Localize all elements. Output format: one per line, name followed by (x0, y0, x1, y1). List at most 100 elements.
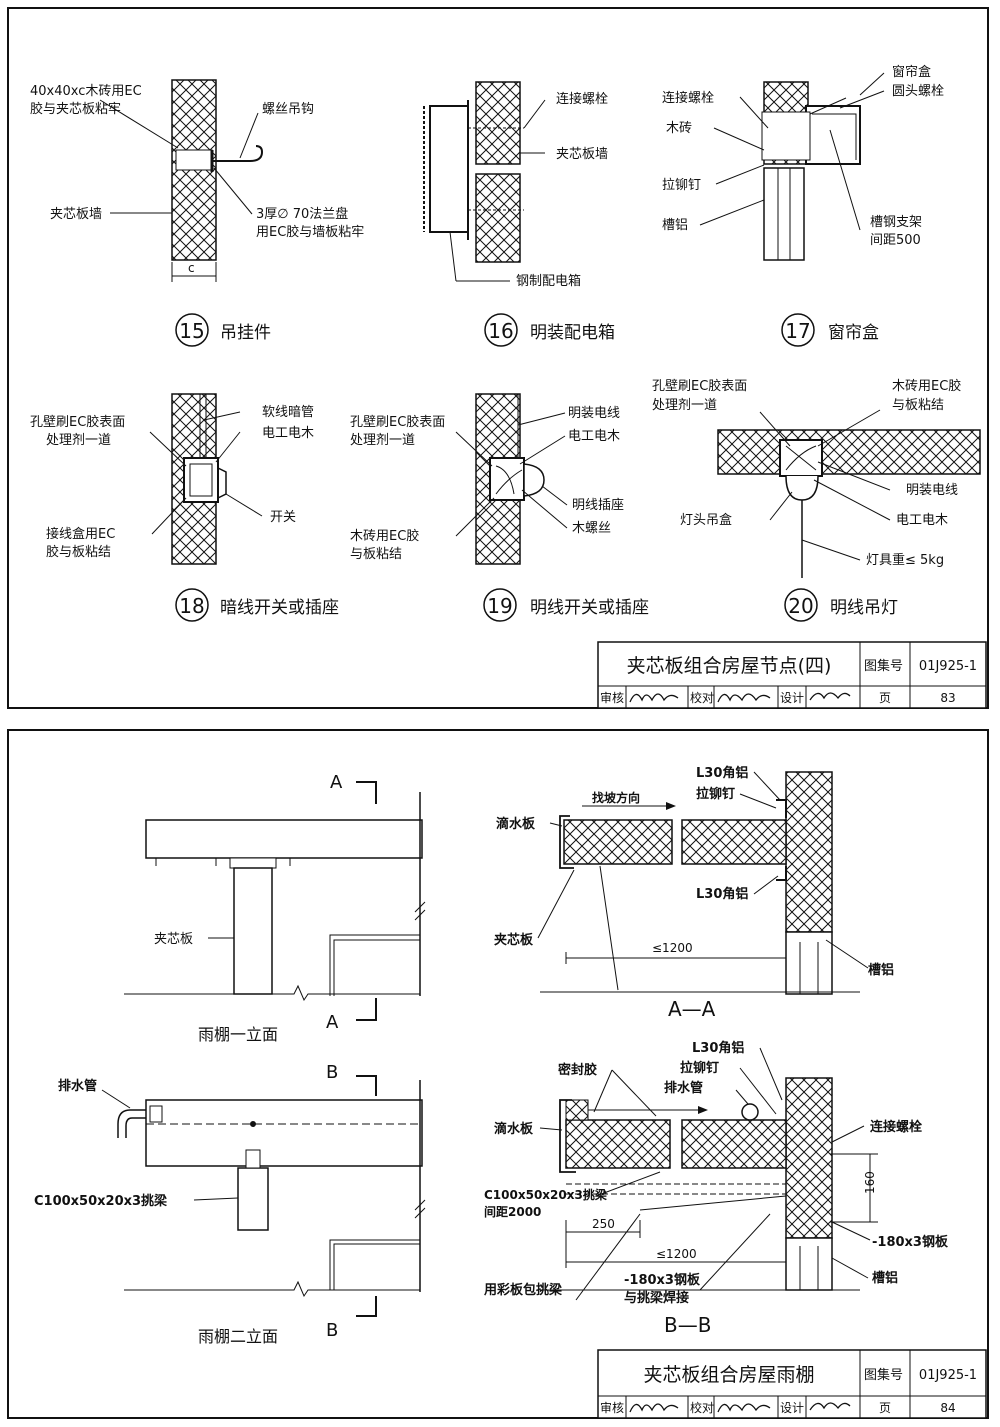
sheet2-frame (7, 729, 989, 1419)
section-mark-b-bottom (356, 1296, 377, 1317)
canopy-slab (145, 819, 423, 859)
d17-c1: 窗帘盒 (892, 64, 931, 80)
d18-c4: 电工电木 (262, 426, 314, 441)
d18-c1: 孔壁刷EC胶表面 (30, 414, 125, 430)
d19-c6: 木螺丝 (572, 521, 611, 536)
section-a-a: L30角铝 拉铆钉 找坡方向 滴水板 L30角铝 夹芯板 ≤1200 槽铝 A—… (494, 765, 894, 1021)
d20-c2: 处理剂一道 (652, 398, 717, 413)
d18-c6: 接线盒用EC (46, 526, 115, 542)
channel-aluminum (785, 931, 833, 995)
d20-c4: 与板粘结 (892, 398, 944, 413)
d20-c8: 灯具重≤ 5kg (866, 552, 944, 568)
secA-title: A—A (668, 997, 716, 1021)
drip-plate (559, 1099, 576, 1173)
title-block-2: 夹芯板组合房屋雨棚 图集号 01J925-1 审核 校对 设计 页 84 (597, 1349, 987, 1419)
tb2-title: 夹芯板组合房屋雨棚 (643, 1364, 814, 1386)
d19-c3: 明装电线 (568, 406, 620, 421)
d17-c6: 槽铝 (662, 218, 688, 233)
elev1-sec-top: A (330, 772, 343, 793)
d18-c3: 软线暗管 (262, 405, 314, 420)
tb1-check: 校对 (690, 690, 714, 705)
d20-num: 20 (788, 594, 813, 618)
d15-c2: 胶与夹芯板粘牢 (30, 101, 121, 117)
elev2-sec-top: B (326, 1062, 338, 1083)
secB-c10: ≤1200 (656, 1247, 697, 1261)
secA-c4: 滴水板 (496, 816, 536, 832)
d16-c1: 连接螺栓 (556, 91, 608, 107)
sandwich-wall (475, 81, 521, 165)
d15-dim: c (188, 261, 195, 275)
secA-c1: L30角铝 (696, 765, 748, 781)
detail-16: 连接螺栓 夹芯板墙 钢制配电箱 16 明装配电箱 (423, 81, 615, 347)
elev1-title: 雨棚一立面 (198, 1025, 278, 1044)
d17-c3: 连接螺栓 (662, 90, 714, 106)
canopy-slab (145, 1099, 423, 1167)
signature (809, 1402, 851, 1411)
d18-c2: 处理剂一道 (46, 433, 111, 448)
switch (217, 467, 227, 499)
secB-c8: 间距2000 (484, 1204, 541, 1219)
secB-c1: L30角铝 (692, 1040, 744, 1056)
wood-block (761, 111, 811, 161)
detail-20: 孔壁刷EC胶表面 处理剂一道 木砖用EC胶 与板粘结 明装电线 灯头吊盒 电工电… (652, 378, 981, 622)
signature (809, 692, 851, 701)
wood-block (175, 149, 213, 171)
d19-c1: 孔壁刷EC胶表面 (350, 414, 445, 430)
tb2-check: 校对 (690, 1400, 714, 1415)
d16-num: 16 (488, 319, 513, 343)
detail-18: 孔壁刷EC胶表面 处理剂一道 软线暗管 电工电木 开关 接线盒用EC 胶与板粘结… (30, 393, 339, 622)
d19-c7: 木砖用EC胶 (350, 528, 419, 544)
section-b-b: L30角铝 拉铆钉 密封胶 排水管 滴水板 连接螺栓 C100x50x20x3挑… (483, 1040, 949, 1337)
d20-title: 明线吊灯 (830, 598, 898, 618)
d15-c3: 螺丝吊钩 (262, 102, 314, 117)
sandwich-panel (717, 429, 981, 475)
sheet1-frame (7, 7, 989, 709)
secB-c11: 160 (863, 1171, 877, 1194)
secB-title: B—B (664, 1313, 711, 1337)
tb1-page-no: 83 (940, 691, 955, 705)
canopy-elevation-1: A 夹芯板 A 雨棚一立面 (124, 772, 426, 1044)
d17-c5: 拉铆钉 (662, 178, 701, 193)
d17-c8: 间距500 (870, 233, 921, 248)
d15-c6: 用EC胶与墙板粘牢 (256, 224, 364, 240)
d20-c7: 电工电木 (896, 513, 948, 528)
d18-c5: 开关 (270, 510, 296, 525)
d16-c2: 夹芯板墙 (556, 147, 608, 162)
detail-marker-17 (781, 313, 815, 347)
d17-c4: 木砖 (666, 121, 692, 136)
wall-panel (785, 771, 833, 933)
d20-c3: 木砖用EC胶 (892, 378, 961, 394)
screw-hook (212, 145, 264, 162)
section-mark-a-bottom (356, 998, 377, 1021)
d20-c5: 明装电线 (906, 483, 958, 498)
d15-num: 15 (179, 319, 204, 343)
secA-c7: ≤1200 (652, 941, 693, 955)
elev2-sec-bottom: B (326, 1320, 338, 1341)
tb1-atlas-label: 图集号 (864, 658, 903, 674)
d18-num: 18 (179, 594, 204, 618)
detail-17: 窗帘盒 圆头螺栓 连接螺栓 木砖 拉铆钉 槽铝 槽钢支架 间距500 17 窗帘… (662, 64, 944, 347)
signature (717, 693, 771, 703)
tb2-atlas-no: 01J925-1 (919, 1368, 977, 1383)
elev1-sec-bottom: A (326, 1012, 339, 1033)
d15-title: 吊挂件 (220, 323, 271, 343)
channel-aluminum (785, 1237, 833, 1291)
surface-socket (523, 463, 545, 497)
secB-c9: 250 (592, 1217, 615, 1231)
secB-c13: 用彩板包挑梁 (483, 1282, 563, 1298)
elev2-c1: 排水管 (58, 1078, 97, 1094)
canopy-panel (565, 1119, 671, 1169)
tb2-page-no: 84 (940, 1401, 955, 1415)
lamp-ceiling-box (785, 475, 819, 501)
d19-c4: 电工电木 (568, 429, 620, 444)
section-mark-a-top (356, 781, 377, 804)
signature (629, 1403, 679, 1413)
d15-c4: 夹芯板墙 (50, 207, 102, 222)
drip-plate (559, 815, 574, 869)
tb1-atlas-no: 01J925-1 (919, 659, 977, 674)
d17-c2: 圆头螺栓 (892, 84, 944, 99)
tb1-review: 审核 (600, 690, 624, 705)
channel-aluminum (763, 167, 805, 261)
tb2-page-label: 页 (879, 1401, 891, 1415)
